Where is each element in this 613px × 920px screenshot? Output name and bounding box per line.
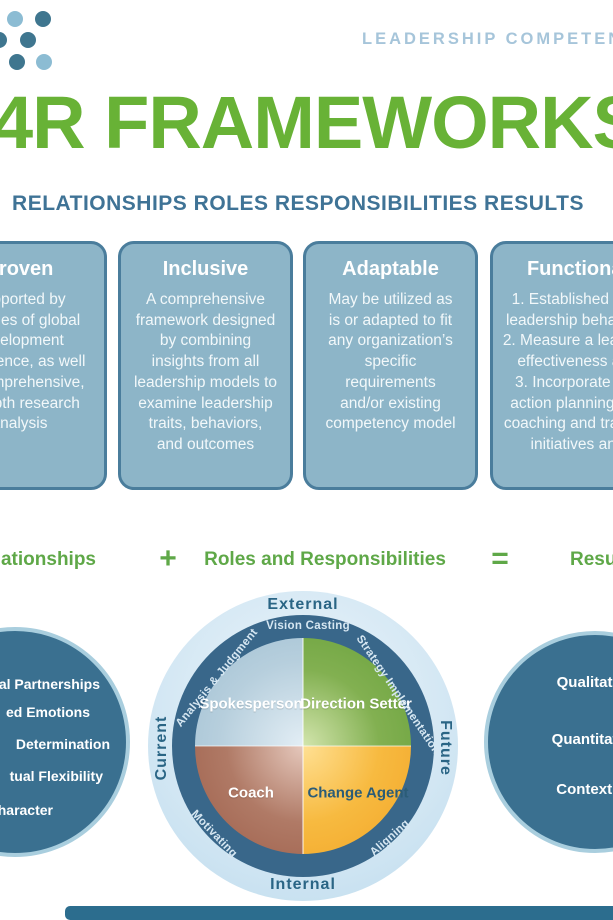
pillar-title: Inclusive (162, 258, 249, 280)
relationships-item: tual Flexibility (9, 768, 103, 784)
pillar-adaptable: Adaptable May be utilized as is or adapt… (303, 241, 478, 490)
pillar-title: Adaptable (342, 258, 439, 280)
pillar-body: 1. Established core leadership behaviors… (502, 291, 613, 453)
wheel-quadrants (195, 638, 411, 854)
bottom-section-bar (65, 906, 613, 920)
quadrant-divider (302, 638, 304, 854)
results-item: Quantitative (551, 731, 613, 748)
brand-label: LEADERSHIP COMPETENCY (362, 30, 613, 48)
wheel-label-external: External (267, 596, 339, 613)
pillar-body: May be utilized as is or adapted to fit … (325, 291, 456, 433)
quadrant-label-direction-setter: Direction Setter (300, 695, 412, 713)
quadrant-spokesperson (195, 638, 303, 746)
results-item: Contextual (556, 781, 613, 798)
logo-dot-icon (36, 54, 52, 70)
wheel-label-current: Current (153, 715, 170, 781)
logo-dot-icon (7, 11, 23, 27)
relationships-item: haracter (0, 802, 53, 818)
results-item: Qualitative (556, 674, 613, 691)
wheel-label-internal: Internal (270, 876, 336, 893)
page-subtitle: RELATIONSHIPS ROLES RESPONSIBILITIES RES… (12, 192, 584, 215)
equation-roles-label: Roles and Responsibilities (204, 549, 446, 570)
pillar-body: Supported by decades of global developme… (0, 291, 86, 433)
logo-dot-icon (35, 11, 51, 27)
quadrant-change-agent (303, 746, 411, 854)
logo-dot-icon (9, 54, 25, 70)
pillar-title: Proven (0, 258, 54, 280)
page-title: 4R FRAMEWORKS (0, 81, 613, 164)
logo-dot-icon (20, 32, 36, 48)
roles-wheel-diagram: Spokesperson Direction Setter Coach Chan… (148, 591, 458, 901)
relationships-item: ed Emotions (5, 704, 90, 720)
quadrant-label-coach: Coach (228, 784, 274, 802)
pillar-body: A comprehensive framework designed by co… (133, 291, 278, 453)
relationships-item: Determination (15, 736, 110, 752)
quadrant-coach (195, 746, 303, 854)
logo-dot-icon (0, 32, 7, 48)
plus-icon: + (159, 542, 177, 575)
equals-icon: = (491, 542, 509, 575)
pillar-functional: Functional 1. Established core leadershi… (490, 241, 613, 490)
pillar-proven: Proven Supported by decades of global de… (0, 241, 107, 490)
ring-label-vision-casting: Vision Casting (266, 620, 350, 632)
quadrant-label-spokesperson: Spokesperson (199, 695, 303, 713)
equation-relationships-label: Relationships (0, 549, 96, 570)
relationships-item: al Partnerships (0, 676, 100, 692)
pillar-inclusive: Inclusive A comprehensive framework desi… (118, 241, 293, 490)
quadrant-label-change-agent: Change Agent (307, 784, 409, 802)
quadrant-divider (195, 745, 411, 747)
quadrant-direction-setter (303, 638, 411, 746)
pillar-title: Functional (526, 258, 613, 280)
equation-results-label: Results (570, 549, 613, 570)
wheel-label-future: Future (437, 720, 454, 776)
